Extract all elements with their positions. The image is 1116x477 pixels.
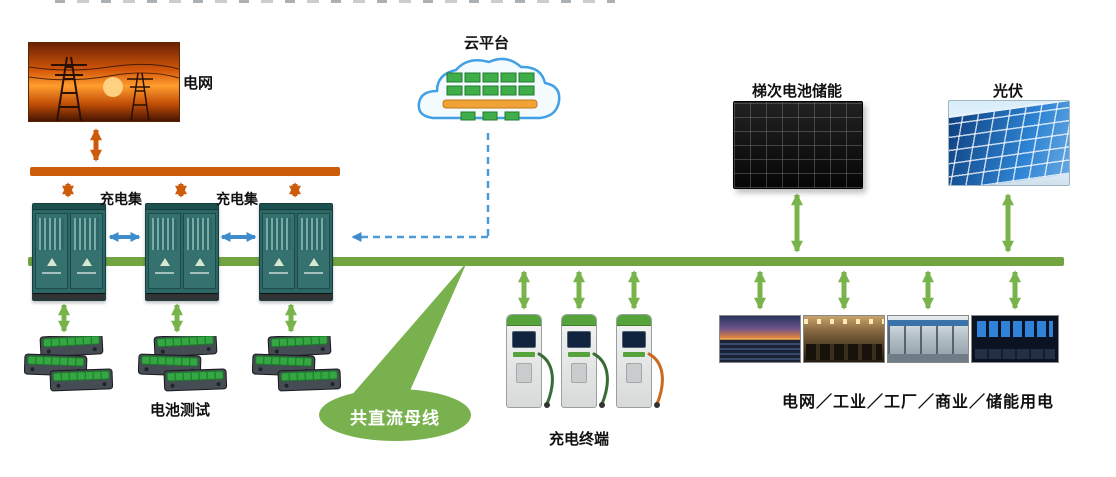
charging-cabinet-3	[259, 203, 333, 301]
vent-grille-icon	[187, 218, 212, 250]
cabinet-door	[183, 213, 216, 289]
dc-busbar	[28, 257, 1064, 266]
charging-pile-1	[506, 314, 542, 408]
pile-connector-slot	[571, 363, 587, 383]
load-photo-factory	[887, 315, 969, 363]
cabinet-door	[297, 213, 330, 289]
cloud-platform	[413, 46, 563, 132]
cabinet-label-line	[190, 272, 209, 274]
loads-label: 电网／工业／工厂／商业／储能用电	[782, 392, 1055, 411]
cabinet-door	[70, 213, 103, 289]
charging-cabinet-1	[32, 203, 106, 301]
vent-grille-icon	[266, 218, 291, 250]
cabinet-door	[262, 213, 295, 289]
vent-grille-icon	[39, 218, 64, 250]
load-photo-industry	[803, 315, 885, 363]
pile-connector-slot	[516, 363, 532, 383]
cabinet-base	[146, 293, 218, 300]
charging-pile-2	[561, 314, 597, 408]
cabinet-door	[35, 213, 68, 289]
callout-pointer	[344, 262, 467, 404]
brand-badge-icon	[308, 258, 319, 266]
monitor-wall-icon	[977, 321, 1053, 337]
cabinet-roof	[260, 204, 332, 210]
brand-badge-icon	[273, 258, 284, 266]
cabinet-base	[260, 293, 332, 300]
vent-grille-icon	[301, 218, 326, 250]
brand-badge-icon	[194, 258, 205, 266]
cabinet-door	[148, 213, 181, 289]
cabinet-label-line	[269, 272, 288, 274]
battery-storage-label: 梯次电池储能	[752, 82, 843, 100]
pile-strip	[623, 352, 645, 357]
pile-screen	[567, 331, 591, 348]
orange-arrows	[62, 128, 301, 198]
cabinet-label-line	[77, 272, 96, 274]
charging-cabinet-2	[145, 203, 219, 301]
vent-grille-icon	[152, 218, 177, 250]
charging-terminal-label: 充电终端	[549, 430, 610, 448]
cabinet-label-line	[42, 272, 61, 274]
solar-panel-icon	[949, 101, 1069, 185]
pile-strip	[513, 352, 535, 357]
grid-label: 电网	[183, 74, 214, 92]
grid-photo	[28, 42, 180, 122]
pile-cap	[562, 315, 596, 326]
crane-beam-icon	[888, 320, 968, 326]
pile-cap	[617, 315, 651, 326]
ac-busbar	[30, 167, 340, 176]
pv-label: 光伏	[993, 82, 1024, 100]
floor-icon	[888, 354, 968, 362]
cloud-icon	[417, 57, 561, 121]
pile-cap	[507, 315, 541, 326]
load-photo-control-room	[971, 315, 1059, 363]
columns-icon	[888, 326, 968, 354]
pv-photo	[948, 100, 1070, 186]
battery-storage-photo	[733, 101, 863, 189]
brand-badge-icon	[46, 258, 57, 266]
charging-cluster-label-2: 充电集	[216, 192, 258, 208]
transmission-towers-icon	[28, 43, 180, 122]
ceiling-lights-icon	[804, 319, 884, 324]
dc-bus-callout-label: 共直流母线	[350, 409, 440, 429]
cabinet-label-line	[155, 272, 174, 274]
brand-badge-icon	[159, 258, 170, 266]
pile-screen	[622, 331, 646, 348]
cabinet-base	[33, 293, 105, 300]
charging-cluster-label-1: 充电集	[100, 192, 142, 208]
charging-pile-3	[616, 314, 652, 408]
load-photo-solar-farm	[719, 315, 801, 363]
battery-test-label: 电池测试	[150, 401, 211, 419]
desks-icon	[975, 349, 1055, 359]
pile-connector-slot	[626, 363, 642, 383]
panel-rows-icon	[720, 340, 800, 362]
cabinet-label-line	[304, 272, 323, 274]
cropped-title-remnant	[55, 0, 615, 3]
machines-icon	[806, 344, 882, 360]
vent-grille-icon	[74, 218, 99, 250]
pile-screen	[512, 331, 536, 348]
battery-pack-group-3	[252, 336, 342, 392]
battery-pack-group-2	[138, 336, 228, 392]
battery-pack-group-1	[24, 336, 114, 392]
cabinet-roof	[146, 204, 218, 210]
cloud-label: 云平台	[464, 34, 510, 52]
brand-badge-icon	[81, 258, 92, 266]
pile-strip	[568, 352, 590, 357]
cabinet-roof	[33, 204, 105, 210]
